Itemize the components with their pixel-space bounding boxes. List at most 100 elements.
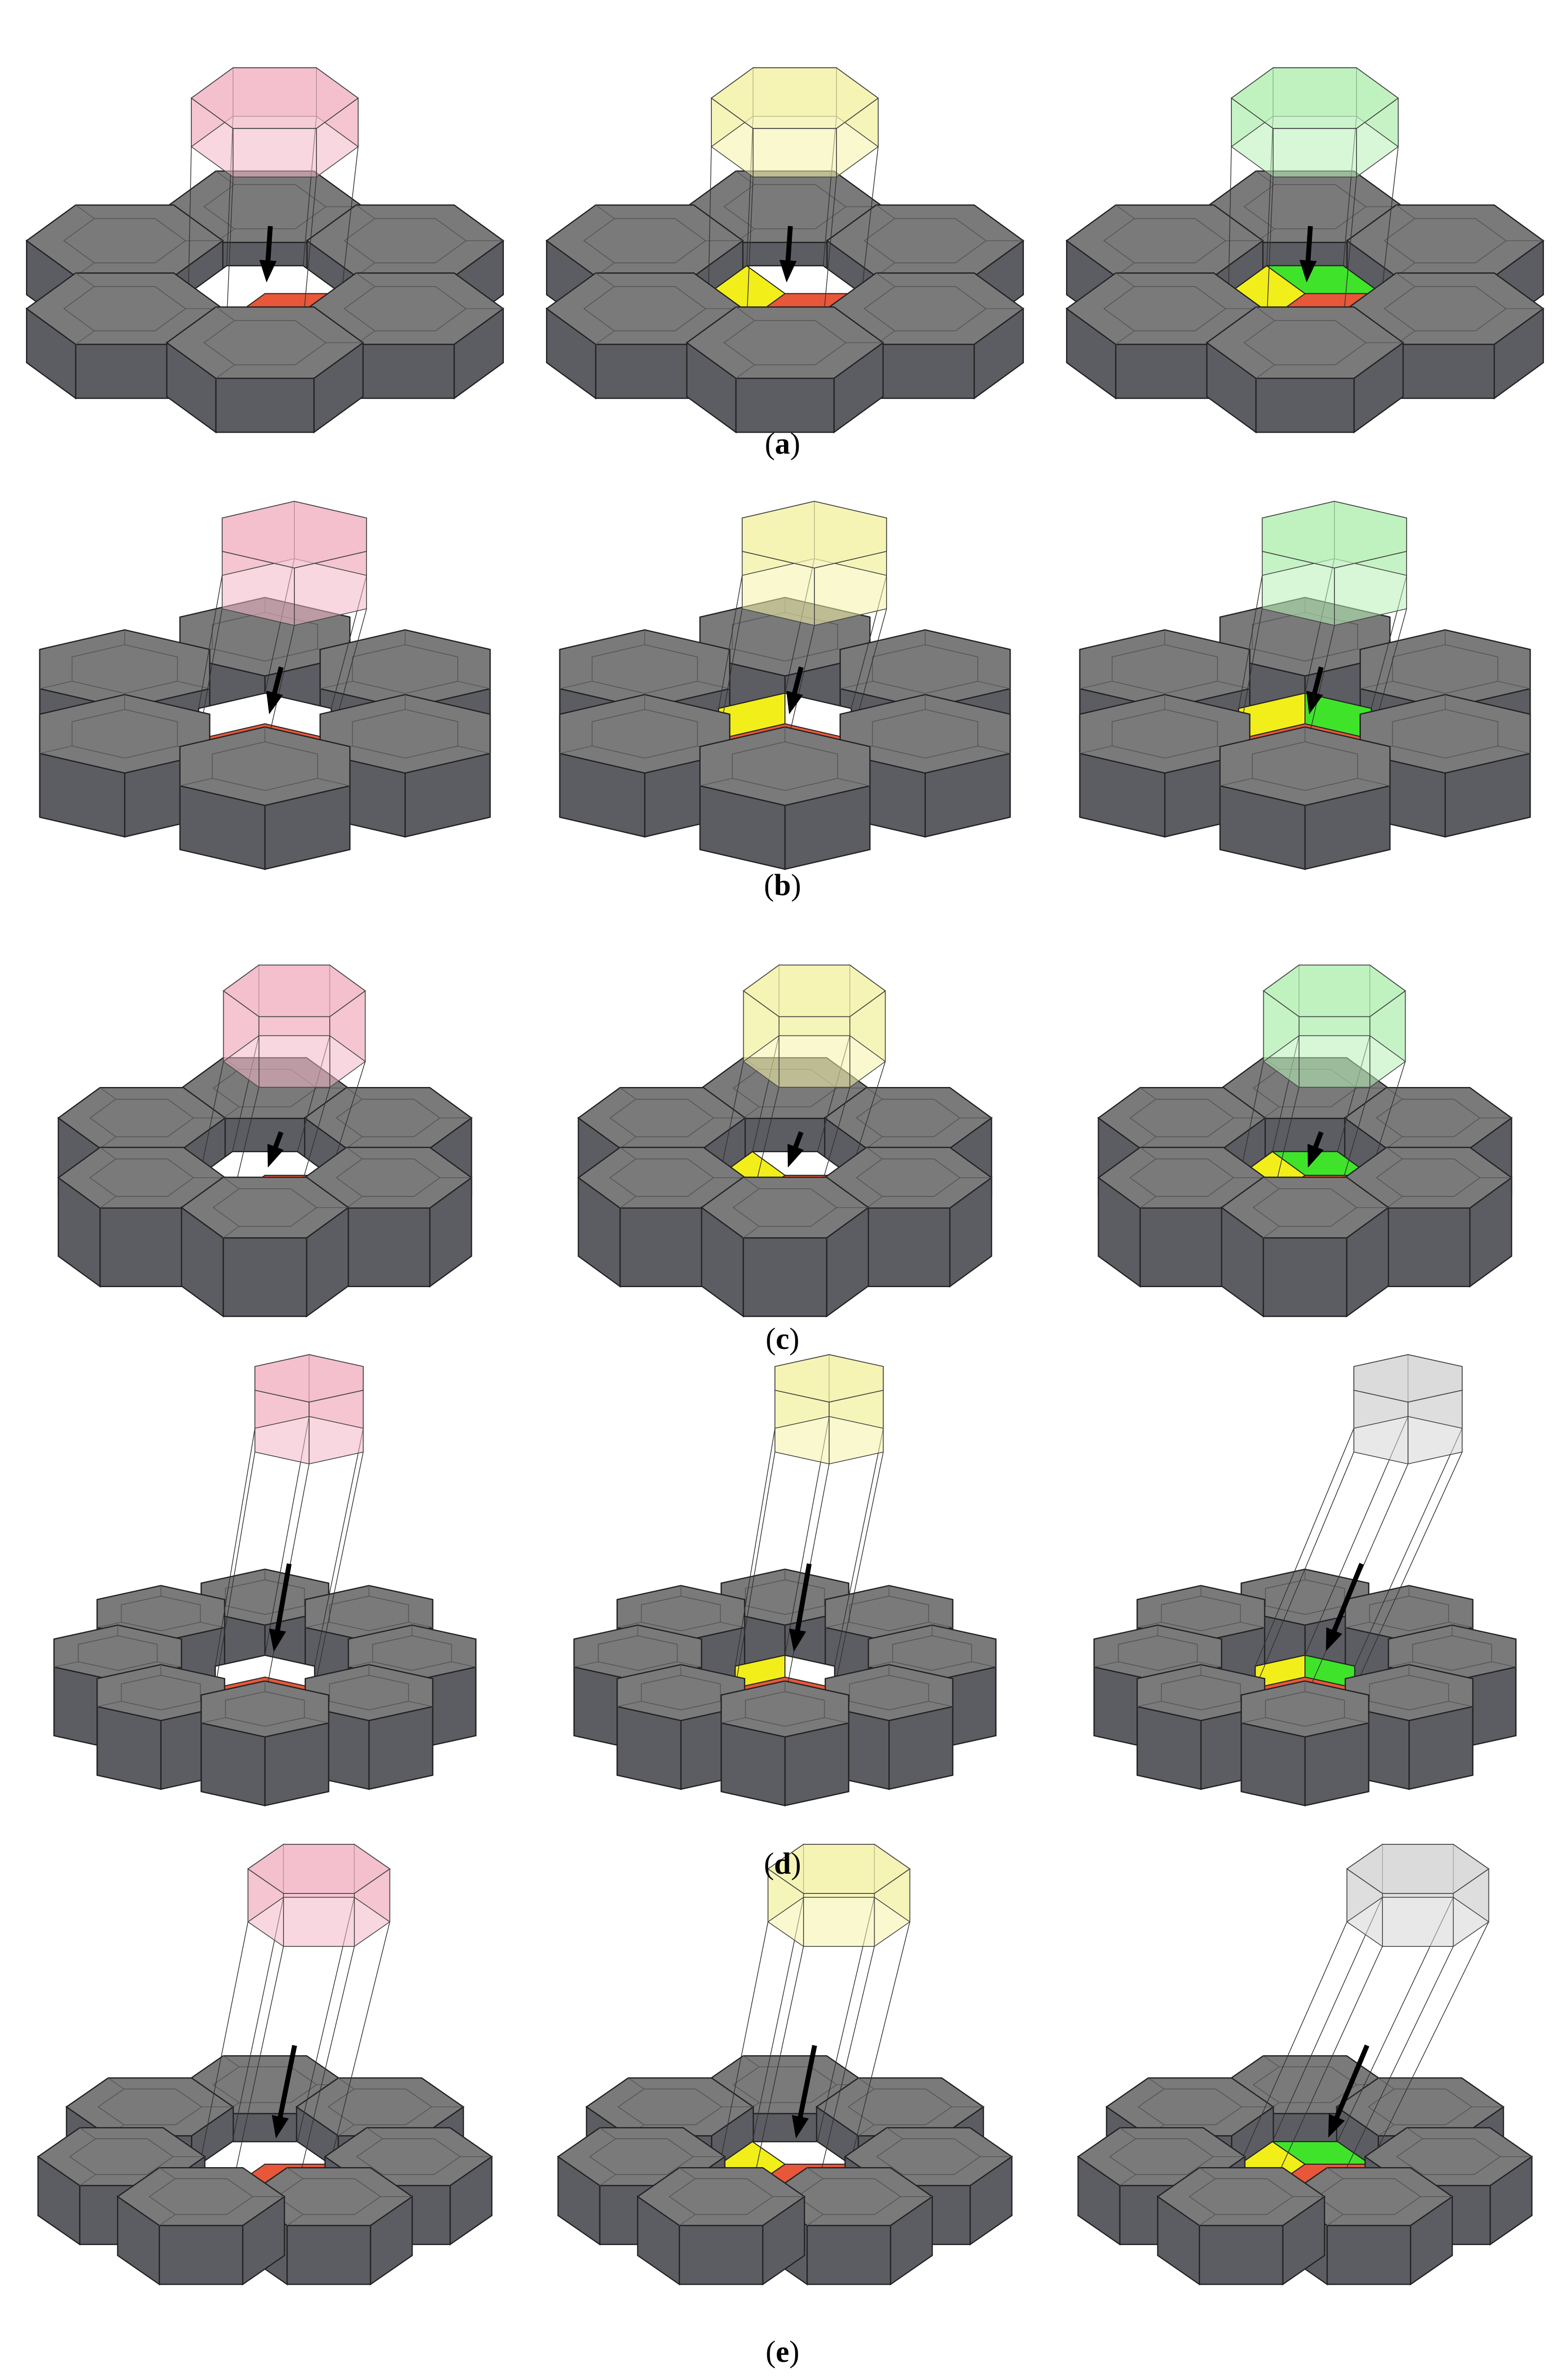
neighbour-block-bevel [336, 1099, 441, 1138]
neighbour-block-bevel-edge [978, 681, 1011, 689]
neighbour-block-bevel [745, 1579, 825, 1615]
neighbour-block [1156, 2167, 1326, 2286]
neighbour-block-bevel [1392, 709, 1498, 759]
neighbour-block-bevel-edge [858, 2124, 875, 2136]
neighbour-block-bevel [1109, 2138, 1214, 2175]
panel-d-2 [573, 1354, 997, 1807]
neighbour-block-side [215, 378, 315, 433]
panel-c-3 [1097, 964, 1513, 1318]
removal-arrow-icon [793, 1563, 812, 1640]
neighbour-block-bevel [641, 1596, 721, 1631]
removal-arrow-icon [1330, 2044, 1370, 2127]
neighbour-block-bevel-edge [1378, 2077, 1395, 2090]
neighbour-block-bevel-edge [157, 1661, 182, 1668]
neighbour-block-bevel [1129, 1099, 1234, 1138]
neighbour-block-bevel-edge [1386, 1196, 1403, 1209]
neighbour-block-bevel [1383, 218, 1507, 263]
neighbour-block-side [619, 1207, 704, 1287]
neighbour-block-bevel-edge [320, 681, 353, 689]
arrow-head-icon [269, 1629, 287, 1652]
neighbour-block-bevel-edge [1255, 171, 1275, 185]
contact-face [1304, 1655, 1356, 1689]
neighbour-block-bevel [847, 2088, 953, 2125]
projection-line [718, 575, 743, 709]
neighbour-block [180, 1176, 350, 1318]
neighbour-block-bevel-edge [677, 1661, 702, 1668]
neighbour-block-bevel [1383, 286, 1507, 332]
projection-line [719, 1921, 769, 2165]
neighbour-block-top [1359, 694, 1531, 774]
neighbour-block-top [559, 694, 730, 774]
neighbour-block-bevel-edge [807, 2167, 823, 2179]
neighbour-block-bevel-edge [1241, 1717, 1266, 1724]
projection-line [834, 1428, 884, 1666]
projection-line [214, 1452, 256, 1688]
neighbour-block-bevel [1103, 218, 1226, 263]
neighbour-block-bevel [1367, 2088, 1473, 2125]
neighbour-block-bevel-edge [159, 2214, 176, 2226]
neighbour-block-bevel-edge [356, 272, 375, 287]
neighbour-block-bevel-edge [408, 1701, 433, 1707]
neighbour-block-bevel [1252, 2066, 1357, 2103]
neighbour-block-top [1156, 2167, 1326, 2226]
neighbour-block-bevel-edge [600, 2174, 616, 2186]
neighbour-block-bevel-edge [858, 2077, 875, 2090]
neighbour-block-bevel-edge [215, 171, 235, 185]
neighbour-block-bevel-edge [338, 2077, 355, 2090]
neighbour-block-bevel-edge [223, 1177, 239, 1190]
neighbour-block-bevel-edge [305, 1622, 330, 1628]
neighbour-block-bevel-edge [1217, 681, 1250, 689]
removed-block-top [222, 964, 366, 1017]
neighbour-block-bevel-edge [1137, 1622, 1162, 1628]
neighbour-block-bevel-edge [1360, 681, 1393, 689]
projection-line [199, 1921, 249, 2165]
caption-c: (c) [765, 1322, 800, 1356]
neighbour-block [179, 726, 351, 870]
panel-c-1 [57, 964, 473, 1318]
neighbour-block-bevel-edge [807, 2214, 823, 2226]
neighbour-block-bevel [78, 1635, 158, 1671]
projection-line [734, 1428, 776, 1666]
neighbour-block-bevel-edge [720, 1622, 745, 1628]
neighbour-block-bevel [372, 1635, 452, 1671]
neighbour-block-bevel-edge [1197, 1661, 1222, 1668]
neighbour-block [116, 2167, 286, 2286]
neighbour-block-bevel-edge [39, 746, 72, 754]
neighbour-block-bevel [72, 644, 178, 694]
neighbour-block-bevel-edge [1407, 2127, 1423, 2139]
neighbour-block-bevel-edge [866, 1136, 883, 1149]
neighbour-block-bevel [583, 218, 706, 263]
neighbour-block-bevel-edge [1079, 681, 1112, 689]
projection-line [1238, 575, 1263, 709]
neighbour-block-bevel-edge [620, 1196, 636, 1209]
neighbour-block-bevel-edge [679, 2167, 696, 2179]
neighbour-block-bevel-edge [39, 681, 72, 689]
neighbour-block-bevel [1392, 644, 1498, 694]
removed-block-top [1262, 964, 1407, 1017]
removed-block-side [803, 1893, 875, 1947]
neighbour-block-side [595, 343, 695, 399]
neighbour-block-top [179, 726, 351, 806]
neighbour-block-bevel [1252, 741, 1358, 791]
neighbour-block-bevel [1118, 1635, 1198, 1671]
neighbour-block-side [75, 343, 175, 399]
neighbour-block-bevel-edge [620, 1087, 636, 1100]
neighbour-block-bevel-edge [75, 330, 95, 345]
neighbour-block-bevel [352, 709, 459, 759]
neighbour-block-bevel [1161, 1596, 1241, 1631]
neighbour-block-bevel-edge [346, 1196, 363, 1209]
neighbour-block-bevel [731, 612, 838, 662]
arrow-head-icon [1299, 259, 1317, 283]
neighbour-block [699, 726, 871, 870]
neighbour-block-bevel-edge [100, 1196, 116, 1209]
neighbour-block-bevel-edge [1255, 364, 1275, 379]
neighbour-block-side [742, 1237, 828, 1317]
neighbour-block-bevel-edge [1140, 1147, 1156, 1160]
arrow-head-icon [779, 259, 797, 283]
neighbour-block-bevel-edge [1345, 1622, 1370, 1628]
neighbour-block-side [286, 2225, 371, 2285]
neighbour-block-bevel-edge [1137, 1701, 1162, 1707]
projection-line [834, 1452, 884, 1688]
neighbour-block-bevel-edge [1140, 1136, 1156, 1149]
neighbour-block-bevel [1396, 2138, 1501, 2175]
